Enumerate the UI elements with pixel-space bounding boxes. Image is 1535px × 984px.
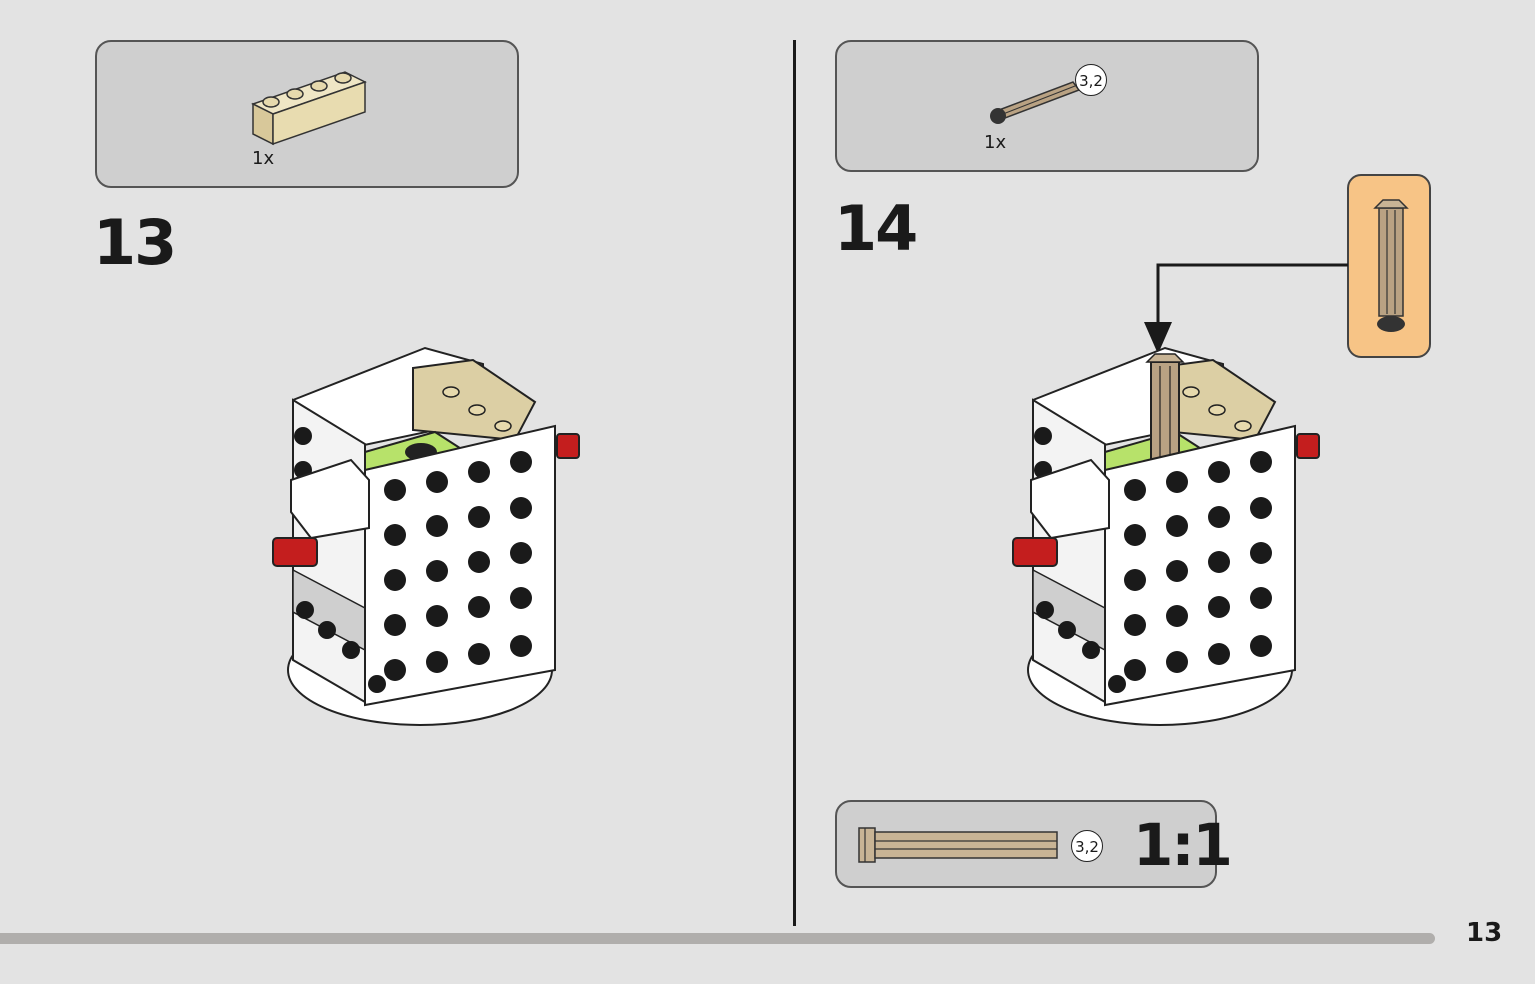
tan-brick-1x4-icon (251, 71, 367, 146)
step14-part-callout (1347, 174, 1431, 358)
step13-model-illustration (272, 346, 580, 726)
tan-axle-scale-icon (858, 827, 1058, 863)
step14-part-qty: 1x (984, 132, 1007, 153)
tan-axle-callout-icon (1373, 199, 1409, 332)
page-number: 13 (1466, 918, 1503, 948)
step13-part-qty: 1x (252, 148, 275, 169)
tan-axle-icon (990, 81, 1081, 124)
step14-parts-box: 3,2 1x (835, 40, 1259, 172)
progress-bar (0, 933, 1435, 944)
step-divider (793, 40, 796, 926)
step13-parts-box: 1x (95, 40, 519, 188)
step13-number: 13 (93, 206, 177, 279)
step14-scale-box: 3,2 1:1 (835, 800, 1233, 888)
step14-axle-length-badge: 3,2 (1075, 64, 1107, 96)
step14-model-illustration (1012, 346, 1320, 726)
step14-scale-length-badge: 3,2 (1071, 830, 1103, 862)
insert-arrow (1144, 263, 1348, 354)
step14-number: 14 (834, 192, 918, 265)
scale-1-to-1-label: 1:1 (1133, 811, 1233, 879)
